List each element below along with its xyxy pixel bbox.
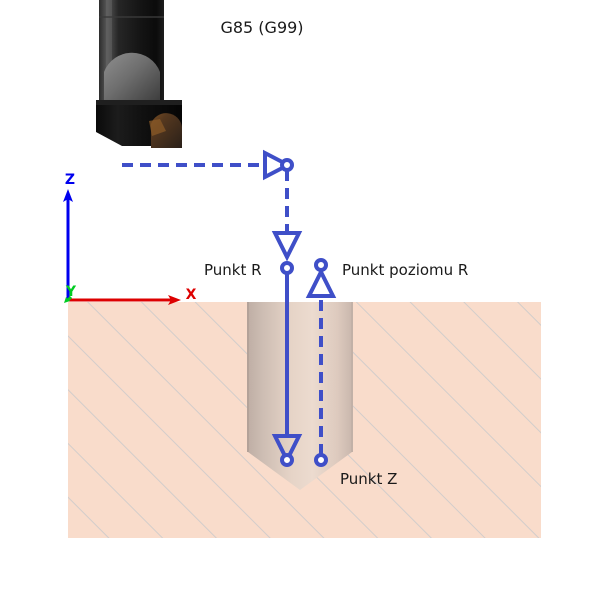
x-axis-arrowhead: [168, 295, 181, 305]
z-axis-arrowhead: [63, 189, 73, 202]
tool-shank-highlight: [106, 0, 112, 104]
punkt-z-label: Punkt Z: [340, 470, 397, 488]
punkt-poziomu-r-label: Punkt poziomu R: [342, 261, 468, 279]
tool-shank-seam: [99, 16, 164, 18]
z-point-marker-left: [280, 453, 294, 467]
start-point-marker: [280, 158, 294, 172]
r-level-point-marker: [314, 258, 328, 272]
y-axis-label: Y: [65, 284, 77, 300]
rapid-down-arrowhead: [271, 231, 303, 262]
retract-up-arrowhead: [305, 267, 337, 298]
bored-hole: [248, 302, 352, 490]
feed-down-arrowhead: [271, 434, 303, 465]
page-title: G85 (G99): [220, 18, 303, 37]
tool-insert-chipbreaker: [149, 119, 166, 136]
tool-head-top-edge: [96, 100, 182, 105]
punkt-r-label: Punkt R: [204, 261, 262, 279]
workpiece-section: [68, 302, 541, 538]
r-point-marker: [280, 261, 294, 275]
toolpath: [122, 149, 337, 467]
tool-relief-face: [104, 52, 160, 104]
z-axis-label: Z: [65, 172, 75, 188]
y-axis-arrowhead: [64, 297, 70, 303]
x-axis-label: X: [186, 287, 197, 303]
coordinate-axes: Z X Y: [63, 172, 197, 305]
cutting-tool-image: [96, 0, 182, 148]
z-point-marker-right: [314, 453, 328, 467]
rapid-approach-arrowhead: [263, 149, 293, 181]
